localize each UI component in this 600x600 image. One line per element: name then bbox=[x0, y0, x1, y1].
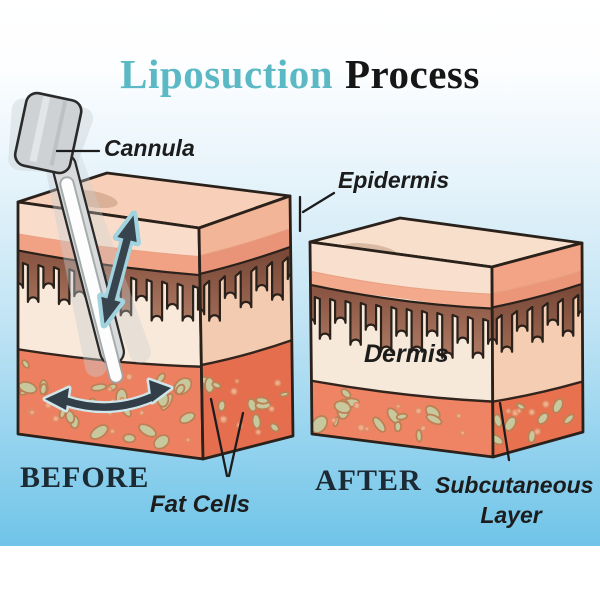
after-front-face-fat-cells bbox=[310, 388, 466, 443]
dermis-label: Dermis bbox=[364, 340, 449, 368]
up-down-motion-arrow bbox=[96, 210, 142, 329]
title-rest: Process bbox=[345, 51, 480, 97]
cannula-handle bbox=[13, 91, 83, 175]
before-right-face bbox=[199, 196, 293, 459]
before-right-face-fat-cells bbox=[200, 375, 290, 436]
side-to-side-motion-arrow bbox=[42, 377, 174, 414]
fat-cells-label: Fat Cells bbox=[150, 491, 251, 518]
label-leader-lines bbox=[55, 149, 511, 478]
after-skin-block bbox=[308, 216, 585, 459]
cannula-label: Cannula bbox=[104, 135, 195, 161]
after-right-face-fat-cells bbox=[492, 397, 575, 446]
bottom-white-strip bbox=[0, 546, 600, 600]
title-accent: Liposuction bbox=[120, 51, 334, 97]
after-heading: AFTER bbox=[315, 464, 422, 497]
subcutaneous-layer-label: Subcutaneous Layer bbox=[435, 470, 594, 530]
subcutaneous-leader-line bbox=[498, 401, 511, 462]
before-heading: BEFORE bbox=[20, 461, 150, 494]
after-front-face bbox=[310, 242, 493, 457]
before-skin-block bbox=[16, 171, 295, 461]
after-right-face bbox=[492, 243, 583, 457]
fat-cells-leader-lines bbox=[209, 397, 245, 478]
subcutaneous-label-line2: Layer bbox=[480, 502, 542, 528]
epidermis-label: Epidermis bbox=[338, 167, 450, 193]
subcutaneous-label-line1: Subcutaneous bbox=[435, 472, 594, 498]
epidermis-leader-line bbox=[298, 191, 336, 233]
